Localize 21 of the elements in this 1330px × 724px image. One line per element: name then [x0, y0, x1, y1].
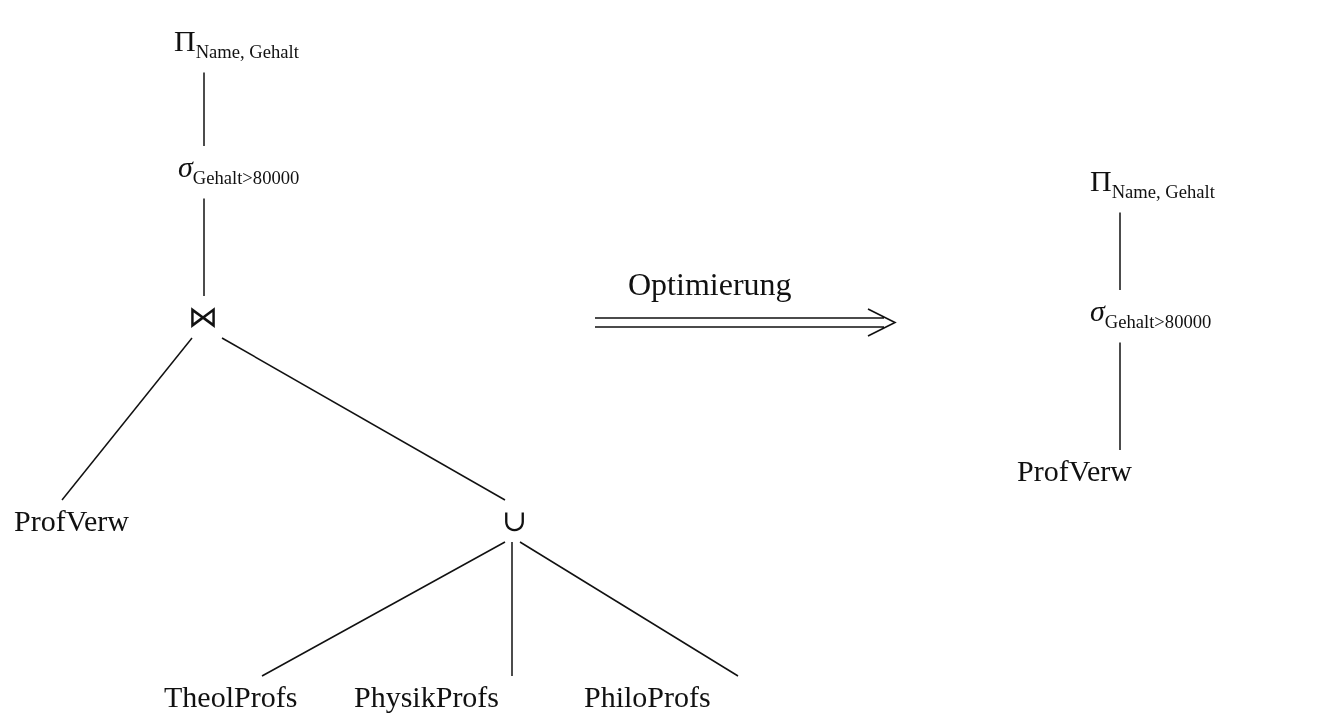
relation-name: TheolProfs: [162, 676, 300, 718]
relation-name: PhiloProfs: [582, 676, 713, 718]
tree-edge: [221, 337, 506, 501]
tree-edge: [1119, 211, 1121, 291]
union-operator: ∪: [500, 500, 530, 542]
join-operator: ⋈: [186, 296, 220, 338]
projection-operator: Π$_{Name, Gehalt}$: [1088, 160, 1217, 213]
tree-edge: [61, 337, 193, 501]
tree-edge: [261, 541, 506, 677]
relation-name: PhysikProfs: [352, 676, 502, 718]
tree-edge: [519, 541, 739, 677]
selection-operator: σ$_{Gehalt>80000}$: [176, 146, 302, 199]
relation-name: ProfVerw: [1015, 450, 1134, 492]
projection-operator: Π$_{Name, Gehalt}$: [172, 20, 301, 73]
tree-edge: [203, 197, 205, 297]
selection-operator: σ$_{Gehalt>80000}$: [1088, 290, 1214, 343]
relation-name: ProfVerw: [12, 500, 131, 542]
tree-edge: [1119, 341, 1121, 451]
tree-edge: [511, 541, 513, 677]
tree-edge: [203, 71, 205, 147]
arrow-label: Optimierung: [628, 268, 792, 300]
